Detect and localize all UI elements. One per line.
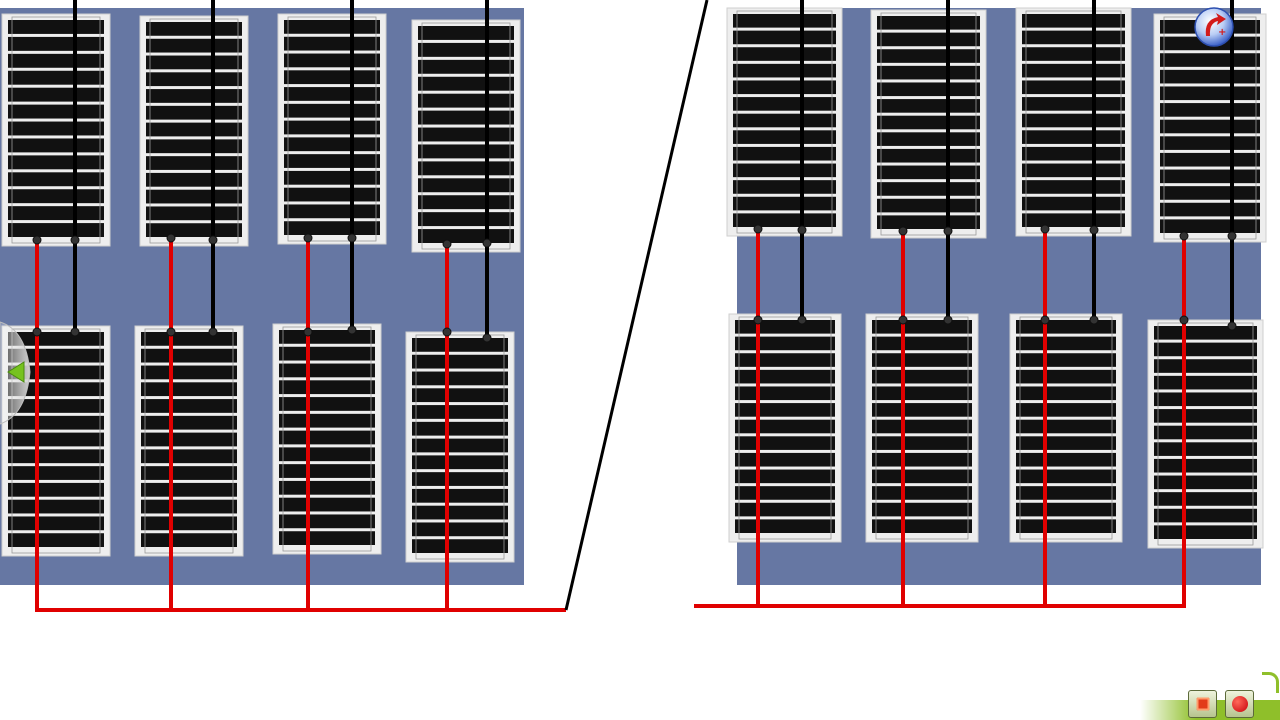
terminal (797, 315, 807, 325)
record-button[interactable] (1225, 690, 1254, 718)
terminal (1040, 224, 1050, 234)
panel-left-bottom-3 (272, 323, 382, 555)
terminal (166, 233, 176, 243)
terminal (347, 325, 357, 335)
series-wires (70, 0, 1237, 343)
panel-right-top-1 (726, 7, 843, 237)
panel-left-top-3 (277, 13, 387, 245)
stop-button[interactable] (1188, 690, 1217, 718)
terminal (898, 226, 908, 236)
perspective-line (564, 0, 709, 611)
panel-left-bottom-4 (405, 331, 515, 563)
redo-arrow-icon[interactable] (1205, 13, 1226, 36)
terminal (943, 226, 953, 236)
terminal (303, 233, 313, 243)
terminal (943, 315, 953, 325)
record-circle-icon (1231, 696, 1248, 712)
green-triangle-left-icon[interactable] (7, 361, 25, 383)
terminal (1227, 321, 1237, 331)
common-wires (32, 224, 1189, 612)
terminal (753, 315, 763, 325)
terminal (347, 233, 357, 243)
stop-square-icon (1196, 697, 1209, 711)
panel-left-top-4 (411, 19, 521, 253)
svg-text:+: + (1218, 27, 1226, 38)
panel-right-top-3 (1015, 7, 1132, 237)
terminal (208, 327, 218, 337)
terminal (70, 235, 80, 245)
panel-right-bottom-3 (1009, 313, 1123, 543)
terminal (166, 327, 176, 337)
terminal (1040, 315, 1050, 325)
panel-left-top-1 (1, 13, 111, 247)
panel-right-top-4 (1153, 13, 1267, 243)
panel-left-top-2 (139, 15, 249, 247)
terminal (70, 327, 80, 337)
terminal (753, 224, 763, 234)
terminal (797, 225, 807, 235)
panel-right-top-2 (870, 9, 987, 239)
panel-left-bottom-2 (134, 325, 244, 557)
terminal (303, 327, 313, 337)
redo-zoom-button[interactable]: + (1194, 7, 1234, 47)
terminal (32, 235, 42, 245)
terminal (32, 327, 42, 337)
terminal (898, 315, 908, 325)
terminal (1227, 231, 1237, 241)
terminal (1089, 225, 1099, 235)
terminal (442, 239, 452, 249)
prev-slide-tab[interactable] (0, 321, 31, 425)
controls-hook-decoration (1262, 672, 1279, 693)
terminal (1089, 315, 1099, 325)
terminal (442, 327, 452, 337)
solar-panels (1, 7, 1267, 563)
terminal (1179, 231, 1189, 241)
panel-left-bottom-1 (1, 325, 111, 557)
terminal (482, 333, 492, 343)
terminal (208, 235, 218, 245)
panel-right-bottom-2 (865, 313, 979, 543)
terminal (1179, 315, 1189, 325)
terminal (482, 238, 492, 248)
panel-right-bottom-1 (728, 313, 842, 543)
panel-right-bottom-4 (1147, 319, 1264, 549)
